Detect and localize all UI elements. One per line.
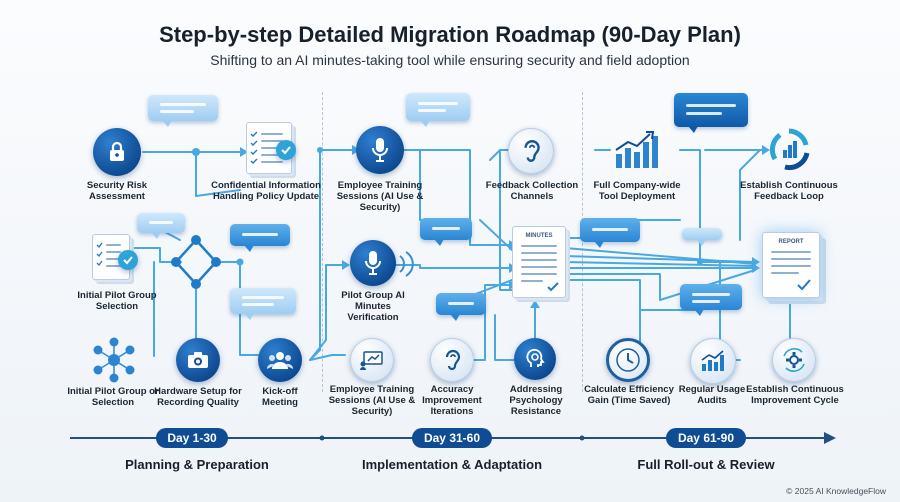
link-deploy-report [679,149,756,263]
chat-bubble-icon [148,95,218,127]
node-efficiency-gain: Calculate Efficiency Gain (Time Saved) [584,384,674,406]
link-kickoff-pilot [309,264,346,361]
chat-bubble-icon [230,288,296,320]
day-pill-2: Day 31-60 [412,428,492,448]
link-minutes-report-3 [564,261,756,267]
group-people-icon [258,338,302,382]
node-training-bottom: Employee Training Sessions (AI Use & Sec… [328,384,416,417]
lock-icon [93,128,141,176]
brain-gear-icon [514,338,556,380]
presentation-icon [350,338,394,382]
node-pilot-selection: Initial Pilot Group Selection [77,290,157,312]
sound-waves-icon [399,251,414,277]
node-policy-update: Confidential Information Handling Policy… [211,180,321,202]
link-bubble-minutes [479,219,513,251]
chat-bubble-icon [436,293,486,321]
link-minutes-efficiency [564,279,641,356]
node-hardware-setup: Hardware Setup for Recording Quality [154,386,242,408]
bar-chart-icon [612,128,660,170]
ear-icon [508,128,554,174]
node-accuracy-iterations: Accuracy Improvement Iterations [422,384,482,417]
phase-label-planning: Planning & Preparation [125,457,269,472]
node-training-top: Employee Training Sessions (AI Use & Sec… [336,180,424,213]
link-psy-left [494,314,521,361]
link-kickoff-training2 [309,354,346,361]
chat-bubble-icon [682,228,722,246]
junction-dot [317,147,323,153]
junction-dot [236,258,244,266]
link-training-minutes [394,149,513,246]
copyright-footer: © 2025 AI KnowledgeFlow [786,486,886,496]
camera-icon [176,338,220,382]
junction-dot [697,259,703,265]
network-icon [90,336,138,384]
junction-dot [192,148,200,156]
link-pilot-minutes [394,264,513,269]
node-psychology-resistance: Addressing Psychology Resistance [509,384,563,417]
link-loop-report [739,149,761,241]
node-security-risk: Security Risk Assessment [86,180,148,202]
report-document-icon: REPORT [762,232,820,298]
hub-node-icon [171,235,221,289]
node-pilot-group: Initial Pilot Group or Selection [67,386,159,408]
chat-bubble-icon [580,218,640,248]
chat-bubble-icon [680,284,742,316]
microphone-icon [356,126,404,174]
node-kickoff: Kick-off Meeting [262,386,298,408]
check-badge-icon [118,250,138,270]
link-feedback-minutes [499,149,513,291]
cycle-arrows-icon [766,126,812,172]
node-pilot-verification: Pilot Group AI Minutes Verification [341,290,405,323]
chat-bubble-icon [674,93,748,133]
node-feedback-channels: Feedback Collection Channels [485,180,579,202]
page-subtitle: Shifting to an AI minutes-taking tool wh… [210,52,690,68]
node-feedback-loop: Establish Continuous Feedback Loop [740,180,838,202]
link-selection-hub [126,247,182,263]
node-full-deployment: Full Company-wide Tool Deployment [593,180,681,202]
ear-icon [430,338,474,382]
report-doc-label: REPORT [778,239,804,245]
phase-divider-2 [582,92,583,392]
phase-label-implementation: Implementation & Adaptation [361,457,543,472]
phase-divider-1 [322,92,323,392]
chat-bubble-icon [137,213,185,239]
minutes-document-icon: MINUTES [512,226,566,298]
gear-cycle-icon [772,338,816,382]
chat-bubble-icon [406,93,470,127]
chat-bubble-icon [230,224,290,252]
chat-bubble-icon [420,218,472,246]
clock-icon [606,338,650,382]
node-usage-audits: Regular Usage Audits [678,384,746,406]
check-badge-icon [276,140,296,160]
link-hub-policy [195,189,241,197]
page-title: Step-by-step Detailed Migration Roadmap … [159,22,741,47]
node-improvement-cycle: Establish Continuous Improvement Cycle [746,384,844,406]
day-pill-1: Day 1-30 [156,428,228,448]
phase-label-rollout: Full Roll-out & Review [637,457,775,472]
day-pill-3: Day 61-90 [666,428,746,448]
audit-chart-icon [690,338,736,384]
minutes-doc-label: MINUTES [525,233,553,239]
microphone-icon [350,240,396,286]
